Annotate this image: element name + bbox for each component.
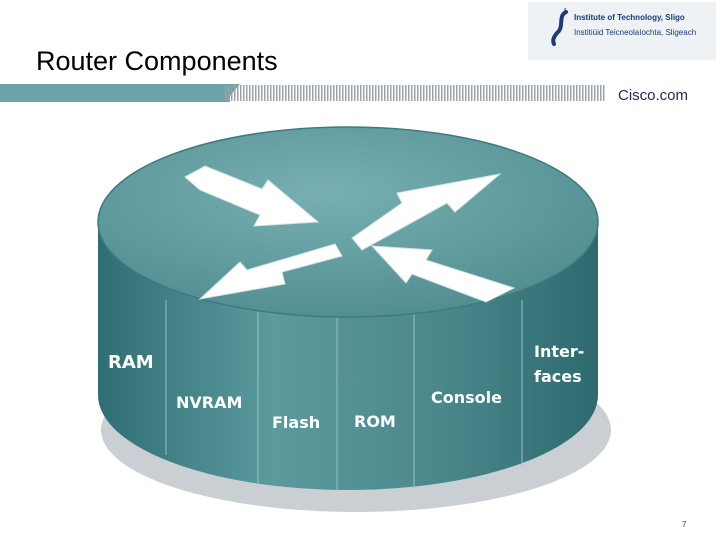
component-label-nvram: NVRAM [176,393,242,412]
component-label-rom: ROM [354,412,396,431]
component-separators [165,300,523,490]
arrow-out-bottom-left [198,243,343,300]
component-label-interfaces-line1: Inter- [534,342,584,361]
slide-title: Router Components [36,46,278,76]
component-label-console: Console [431,388,502,407]
component-label-flash: Flash [272,413,320,432]
cisco-brand: Cisco.com [618,87,689,104]
institute-name-irish: Institiúid Teicneolaíochta, Sligeach [574,28,697,37]
arrow-in-top-left [184,165,320,227]
router-body-top [98,127,598,317]
header-band-graphic [0,84,605,102]
component-label-interfaces-line2: faces [534,367,582,386]
arrow-out-top-right [351,173,502,251]
page-number: 7 [682,520,687,529]
header-band [0,84,720,102]
router-arrows [184,165,516,303]
institute-name-english: Institute of Technology, Sligo [574,13,685,22]
component-label-ram: RAM [108,352,154,373]
arrow-in-bottom-right [370,245,516,303]
institute-logo-icon [551,8,568,46]
